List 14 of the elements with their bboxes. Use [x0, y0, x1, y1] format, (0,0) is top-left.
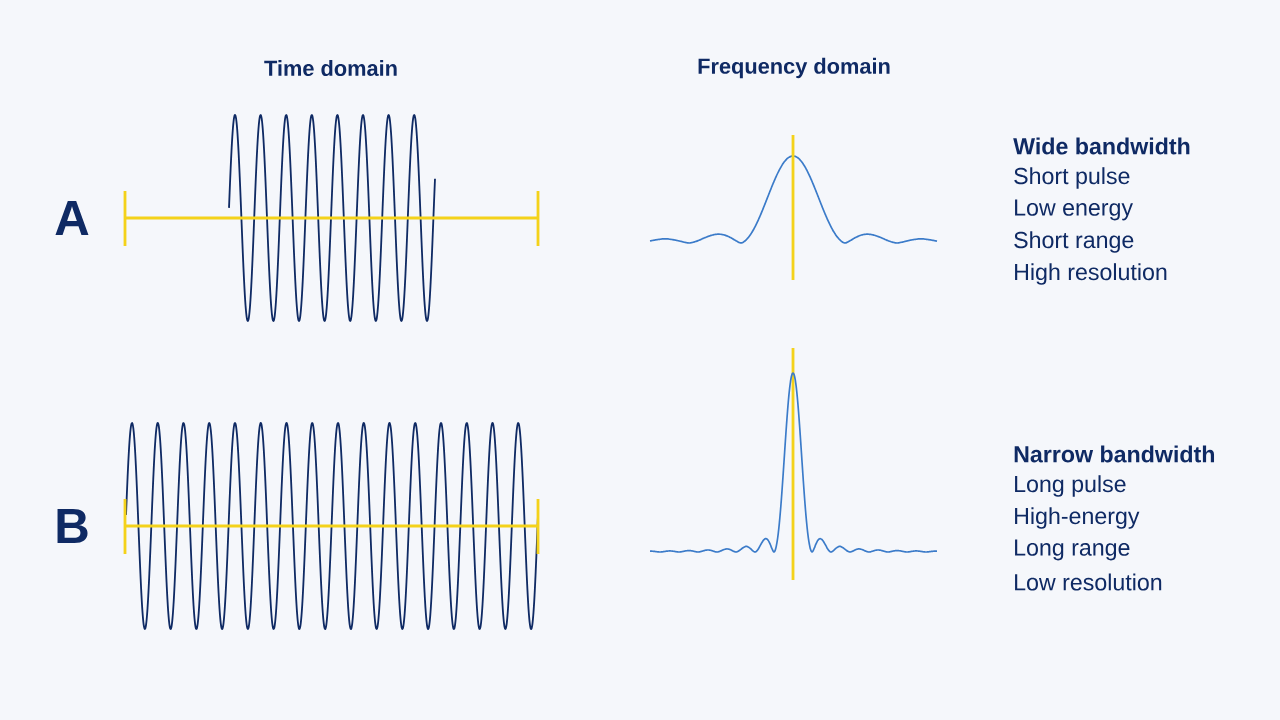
- list-item: Long pulse: [1015, 475, 1126, 497]
- row-letter: A: [55, 201, 89, 235]
- list-item: High resolution: [1015, 263, 1167, 285]
- column-heading: Frequency domain: [698, 57, 890, 79]
- list-item: Low energy: [1015, 199, 1133, 221]
- column-heading: Time domain: [264, 60, 397, 76]
- list-item: Long range: [1015, 539, 1130, 561]
- list-item: Short range: [1014, 231, 1134, 253]
- list-heading: Narrow bandwidth: [1014, 445, 1214, 463]
- row-letter: B: [57, 509, 88, 543]
- list-item: High-energy: [1015, 507, 1140, 529]
- list-item: Short pulse: [1014, 167, 1130, 189]
- list-heading: Wide bandwidth: [1013, 137, 1190, 155]
- list-item: Low resolution: [1015, 573, 1162, 591]
